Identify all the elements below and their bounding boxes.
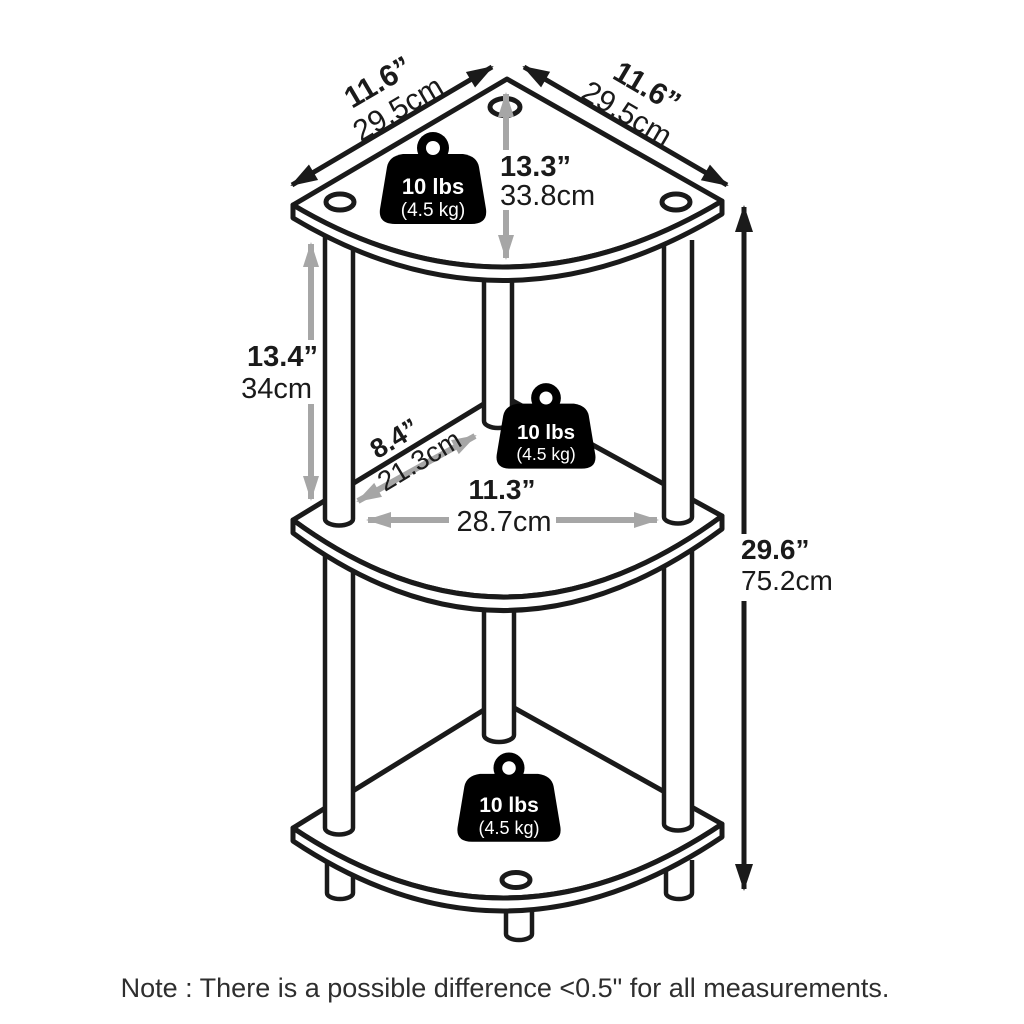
dim-arrow-shelf-depth xyxy=(356,433,477,504)
dim-label-top-clearance: 13.3” 33.8cm xyxy=(500,151,595,212)
dim-arrow-edge-right xyxy=(522,64,729,188)
weight-capacity-icon-bottom: 10 lbs (4.5 kg) xyxy=(457,752,561,842)
weight-handle-hole xyxy=(539,391,553,405)
shelf-width-cm: 28.7cm xyxy=(456,506,551,538)
lower-posts xyxy=(322,544,695,837)
weight-body xyxy=(457,773,561,842)
shelf-hole xyxy=(659,191,693,213)
dim-label-mid-clearance: 13.4” 34cm xyxy=(241,341,318,405)
top-shelf-edge-band xyxy=(290,198,725,283)
upper-post-left xyxy=(322,234,356,528)
bottom-shelf-edge-band xyxy=(290,821,725,914)
top-clearance-inches: 13.3” xyxy=(500,151,571,183)
top-clearance-cm: 33.8cm xyxy=(500,180,595,212)
weight-handle-hole xyxy=(426,141,440,155)
mid-clearance-inches: 13.4” xyxy=(247,341,318,373)
lower-post-left xyxy=(322,548,356,837)
weight-kg-label: (4.5 kg) xyxy=(516,444,575,464)
middle-shelf-edge-band xyxy=(290,513,725,613)
lower-post-right xyxy=(661,544,695,833)
foot-right xyxy=(663,860,695,902)
lower-post-back xyxy=(481,612,517,745)
dim-label-shelf-width: 11.3” 28.7cm xyxy=(456,474,551,538)
upper-posts xyxy=(322,234,695,528)
measurement-note: Note : There is a possible difference <0… xyxy=(121,973,890,1003)
weight-kg-label: (4.5 kg) xyxy=(401,200,465,221)
dim-arrow-edge-left xyxy=(290,64,494,188)
weight-capacity-icon-middle: 10 lbs (4.5 kg) xyxy=(496,383,596,469)
middle-shelf xyxy=(290,391,725,613)
dim-label-overall-height: 29.6” 75.2cm xyxy=(741,534,833,596)
upper-post-right xyxy=(661,240,695,526)
weight-lbs-label: 10 lbs xyxy=(479,794,539,817)
weight-body xyxy=(496,403,596,469)
weight-lbs-label: 10 lbs xyxy=(517,421,575,444)
weight-kg-label: (4.5 kg) xyxy=(478,818,539,838)
weight-handle-hole xyxy=(502,761,516,775)
mid-clearance-cm: 34cm xyxy=(241,373,312,405)
overall-height-cm: 75.2cm xyxy=(741,565,833,596)
shelf-width-inches: 11.3” xyxy=(469,474,536,505)
weight-lbs-label: 10 lbs xyxy=(402,174,464,199)
shelf-hole xyxy=(323,191,357,213)
shelf-hole xyxy=(499,870,533,890)
overall-height-inches: 29.6” xyxy=(741,534,810,565)
upper-post-back xyxy=(481,282,515,431)
